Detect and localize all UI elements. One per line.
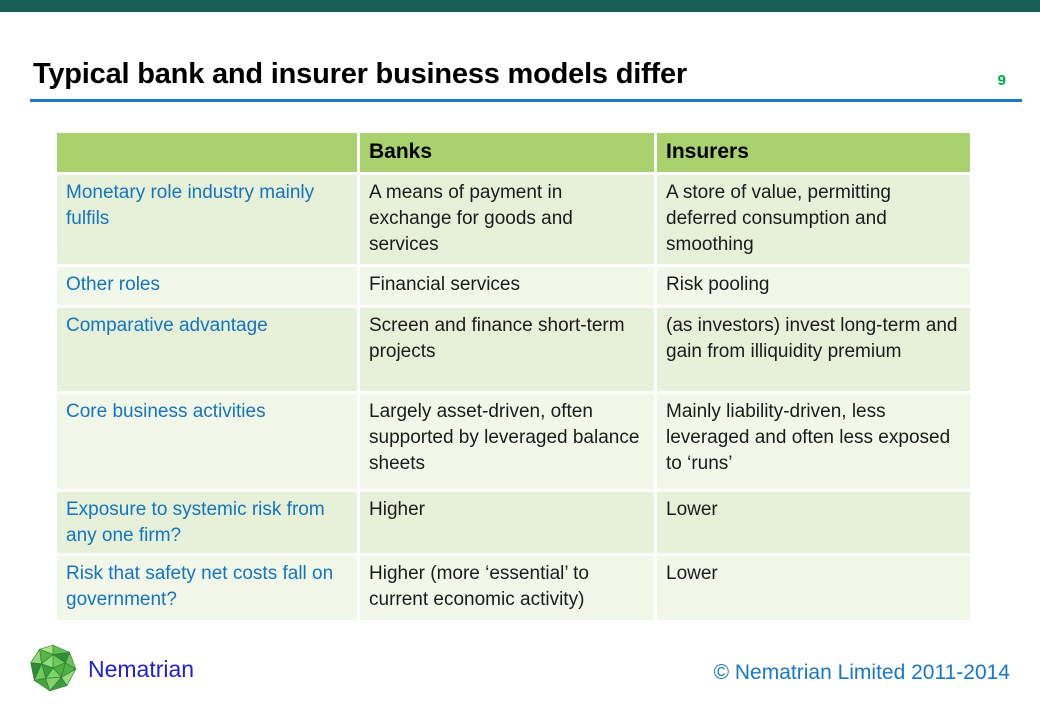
nematrian-polyhedron-logo-icon xyxy=(27,642,79,696)
table-cell-insurers: Lower xyxy=(657,492,970,553)
table-cell-insurers: Mainly liability-driven, less leveraged … xyxy=(657,394,970,489)
table-header-insurers: Insurers xyxy=(657,133,970,172)
row-label: Comparative advantage xyxy=(57,308,357,391)
page-title: Typical bank and insurer business models… xyxy=(33,58,688,90)
slide-page-number: 9 xyxy=(997,72,1006,89)
table-cell-banks: Higher xyxy=(360,492,654,553)
comparison-table: Banks Insurers Monetary role industry ma… xyxy=(57,133,970,620)
table-cell-banks: A means of payment in exchange for goods… xyxy=(360,175,654,264)
row-label: Risk that safety net costs fall on gover… xyxy=(57,556,357,620)
row-label: Other roles xyxy=(57,267,357,305)
table-cell-insurers: Risk pooling xyxy=(657,267,970,305)
table-cell-banks: Financial services xyxy=(360,267,654,305)
table-cell-banks: Largely asset-driven, often supported by… xyxy=(360,394,654,489)
table-cell-insurers: (as investors) invest long-term and gain… xyxy=(657,308,970,391)
table-header-banks: Banks xyxy=(360,133,654,172)
table-cell-insurers: A store of value, permitting deferred co… xyxy=(657,175,970,264)
top-accent-bar xyxy=(0,0,1040,12)
title-divider xyxy=(30,99,1022,102)
row-label: Exposure to systemic risk from any one f… xyxy=(57,492,357,553)
table-header-empty xyxy=(57,133,357,172)
row-label: Monetary role industry mainly fulfils xyxy=(57,175,357,264)
brand-name: Nematrian xyxy=(88,656,195,682)
table-cell-banks: Higher (more ‘essential’ to current econ… xyxy=(360,556,654,620)
copyright-notice: © Nematrian Limited 2011-2014 xyxy=(713,661,1010,684)
table-cell-banks: Screen and finance short-term projects xyxy=(360,308,654,391)
row-label: Core business activities xyxy=(57,394,357,489)
table-cell-insurers: Lower xyxy=(657,556,970,620)
